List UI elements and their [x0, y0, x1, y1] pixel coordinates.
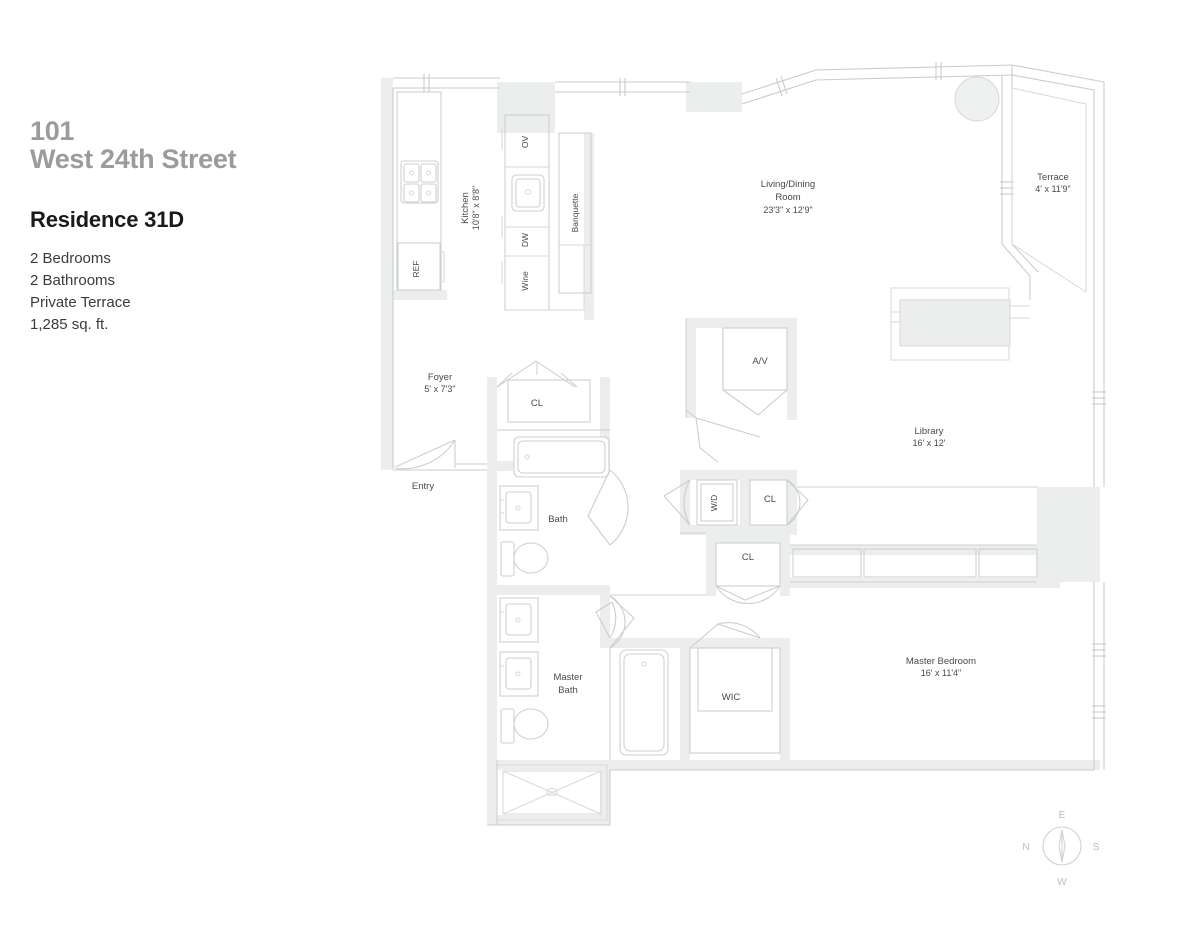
residence-facts: 2 Bedrooms 2 Bathrooms Private Terrace 1… — [30, 248, 350, 336]
compass-rose: E N S W — [1022, 810, 1099, 888]
foyer-area: Foyer 5' x 7'3" Entry — [392, 372, 487, 492]
library-label: Library — [914, 426, 943, 437]
kitchen-dimension: 10'8" x 8'8" — [471, 186, 481, 230]
terrace-label: Terrace — [1037, 172, 1069, 183]
banquette-label: Banquette — [570, 193, 580, 232]
master-bedroom-dimension: 16' x 11'4" — [921, 668, 962, 678]
master-bath-label-line2: Bath — [558, 685, 578, 696]
master-toilet-icon — [500, 708, 549, 744]
builtin-panel-1 — [792, 548, 862, 578]
library-dimension: 16' x 12' — [913, 438, 946, 448]
master-bedroom-label: Master Bedroom — [906, 656, 976, 667]
fact-sqft: 1,285 sq. ft. — [30, 315, 109, 333]
fact-bedrooms: 2 Bedrooms — [30, 249, 111, 267]
terrace-dimension: 4' x 11'9" — [1035, 184, 1071, 194]
foyer-closet-label: CL — [531, 398, 543, 409]
dishwasher-label: DW — [520, 233, 530, 247]
bath-door — [587, 469, 629, 546]
wic-label: WIC — [722, 692, 741, 703]
building-name-line2: West 24th Street — [30, 143, 237, 174]
bath-area: Bath — [497, 429, 629, 577]
terrace-labels: Terrace 4' x 11'9" — [1035, 172, 1071, 194]
toilet-icon — [500, 541, 549, 577]
foyer-label: Foyer — [428, 372, 452, 383]
title-block: 101 West 24th Street Residence 31D 2 Bed… — [30, 116, 350, 336]
builtin-panel-3 — [978, 548, 1038, 578]
round-table-icon — [955, 77, 999, 121]
hall-closet-lower-label: CL — [742, 552, 754, 563]
oven-label: OV — [520, 136, 530, 149]
hall-closet-upper-label: CL — [764, 494, 776, 505]
master-bedroom-area: Master Bedroom 16' x 11'4" — [906, 656, 976, 678]
master-vanity-icon — [499, 597, 539, 697]
av-closet-label: A/V — [752, 356, 768, 367]
exterior-window-walls — [393, 62, 1106, 770]
fact-terrace: Private Terrace — [30, 293, 131, 311]
refrigerator — [397, 242, 441, 291]
master-bath-area: Master Bath — [496, 597, 669, 825]
compass-top-label: E — [1059, 810, 1066, 821]
shower-icon — [496, 764, 608, 821]
bathtub-icon — [513, 436, 610, 478]
living-dining-label-line1: Living/Dining — [761, 179, 815, 190]
foyer-dimension: 5' x 7'3" — [424, 384, 455, 394]
foyer-closet: CL — [496, 360, 591, 423]
building-name: 101 West 24th Street — [30, 116, 350, 174]
kitchen-sink-icon — [511, 174, 545, 212]
cooktop-icon — [400, 160, 439, 204]
library-area: Library 16' x 12' — [790, 426, 1038, 583]
built-in-unit — [890, 287, 1030, 361]
master-bathtub-icon — [619, 649, 669, 756]
wine-fridge-label: Wine — [520, 271, 530, 291]
kitchen-area: REF OV DW Wine Banquette Kitchen 10'8" x… — [396, 91, 592, 311]
bath-vanity-icon — [499, 485, 539, 531]
entry-label: Entry — [412, 481, 434, 492]
compass-bottom-label: W — [1057, 877, 1067, 888]
residence-title: Residence 31D — [30, 206, 184, 232]
building-name-line1: 101 — [30, 116, 75, 146]
bath-label: Bath — [548, 514, 568, 525]
compass-circle — [1042, 826, 1082, 866]
terrace-area — [954, 76, 1087, 293]
kitchen-label: Kitchen — [460, 192, 471, 224]
living-dining-dimension: 23'3" x 12'9" — [763, 205, 812, 215]
living-dining-label-line2: Room — [775, 192, 800, 203]
apartment-outline — [392, 88, 1094, 826]
fact-bathrooms: 2 Bathrooms — [30, 271, 116, 289]
compass-left-label: N — [1022, 842, 1029, 853]
entry-door — [392, 439, 456, 470]
av-closet: A/V — [685, 318, 788, 463]
compass-right-label: S — [1093, 842, 1100, 853]
hall-closets: W/D CL CL — [609, 479, 809, 649]
refrigerator-label: REF — [411, 261, 421, 278]
builtin-panel-2 — [863, 548, 977, 578]
walk-in-closet: WIC — [689, 622, 781, 754]
banquette-seat — [558, 132, 592, 294]
washer-dryer-label: W/D — [709, 495, 719, 512]
master-bath-label-line1: Master — [553, 672, 582, 683]
living-dining-room: Living/Dining Room 23'3" x 12'9" — [761, 179, 1030, 361]
wall-masses — [381, 78, 1100, 825]
